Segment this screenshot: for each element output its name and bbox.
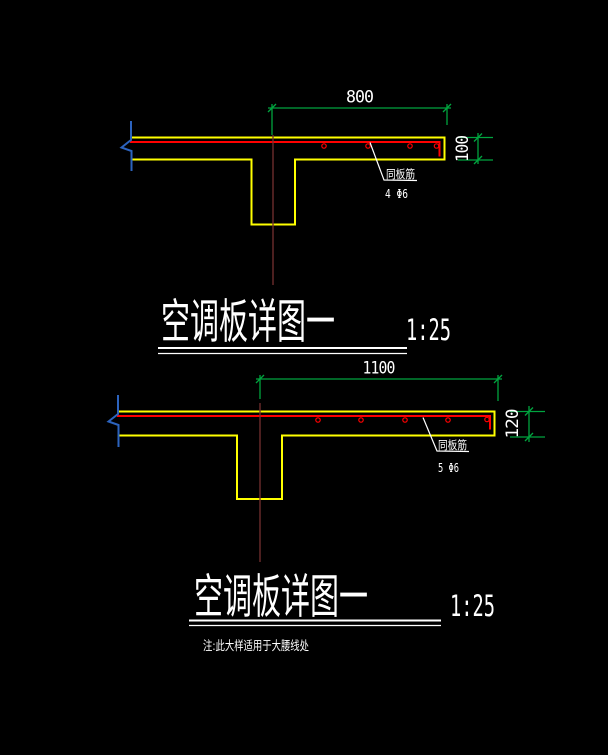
- rebar-line-2: [117, 415, 491, 430]
- slab-outline-1: [131, 136, 446, 226]
- dimension-width-2: 1100: [255, 359, 503, 401]
- rebar-dot: [321, 143, 327, 149]
- dimension-thickness-2: 120: [503, 406, 545, 442]
- scale-text-2: 1:25: [450, 589, 495, 623]
- rebar-dot: [402, 417, 408, 423]
- rebar-label-2: 同板筋: [438, 438, 467, 452]
- dim-text-width-2: 1100: [363, 359, 396, 379]
- rebar-spec-1: 4 Φ6: [385, 187, 408, 201]
- break-line-2: [106, 395, 120, 447]
- detail-title-2: 空调板详图一: [194, 570, 368, 625]
- rebar-dots-2: [315, 416, 490, 423]
- detail-title-1: 空调板详图一: [161, 295, 335, 350]
- dimension-thickness-1: 100: [453, 133, 493, 165]
- rebar-label-1: 同板筋: [386, 167, 415, 181]
- slab-outline-2: [118, 410, 496, 500]
- scale-text-1: 1:25: [406, 313, 451, 347]
- rebar-dot: [445, 417, 451, 423]
- note-text: 注:此大样适用于大腰线处: [203, 638, 309, 653]
- detail-2: 1100 120 同板筋 5 Φ6 空调板详图一 1:25 注:此大样适用于大腰…: [106, 359, 545, 653]
- rebar-callout-1: 同板筋 4 Φ6: [369, 142, 418, 201]
- dim-text-thickness-1: 100: [453, 135, 473, 162]
- detail-1: 800 100 同板筋 4 Φ6 空调板详图一 1:25: [119, 88, 493, 355]
- rebar-dot: [484, 416, 490, 423]
- title-block-1: 空调板详图一 1:25: [158, 295, 451, 355]
- title-block-2: 空调板详图一 1:25: [189, 570, 495, 627]
- rebar-callout-2: 同板筋 5 Φ6: [422, 417, 470, 475]
- dimension-width-1: 800: [267, 88, 452, 135]
- rebar-dots-1: [321, 143, 440, 149]
- rebar-dot: [433, 143, 440, 149]
- rebar-spec-2: 5 Φ6: [438, 461, 459, 475]
- rebar-dot: [315, 417, 321, 423]
- rebar-dot: [358, 417, 364, 423]
- rebar-line-1: [130, 141, 441, 157]
- leader-line-1: [369, 142, 418, 182]
- rebar-dot: [407, 143, 413, 149]
- rebar-dot: [365, 143, 371, 149]
- leader-line-2: [422, 417, 470, 453]
- break-line-1: [119, 121, 133, 171]
- dim-text-width-1: 800: [346, 88, 374, 108]
- dim-text-thickness-2: 120: [503, 409, 523, 439]
